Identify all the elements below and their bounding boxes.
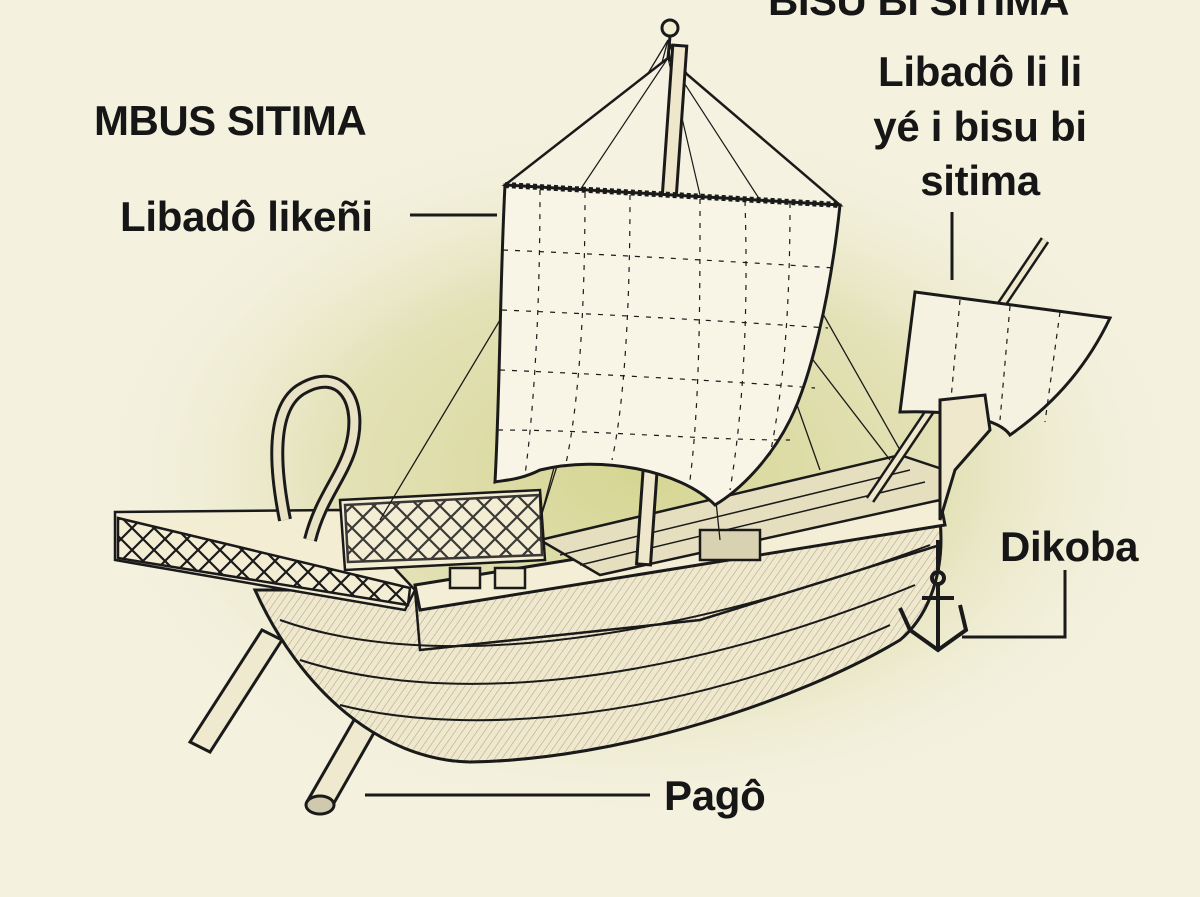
label-mainsail: Libadô likeñi — [120, 193, 373, 240]
anchor — [898, 540, 969, 653]
main-sail — [493, 182, 842, 507]
sternpost — [270, 374, 362, 542]
heading-ship-section: MBUS SITIMA — [94, 97, 367, 144]
label-rudder: Pagô — [664, 772, 766, 819]
stern-gallery — [113, 488, 547, 612]
anchor-leader — [962, 570, 1067, 639]
label-foresail: Libadô li li yé i bisu bi sitima — [873, 48, 1087, 205]
label-anchor: Dikoba — [1000, 523, 1139, 570]
leader-lines — [365, 212, 1067, 797]
heading-foresail-section: BISU BI SITIMA — [768, 0, 1070, 24]
bow-post — [938, 393, 992, 521]
